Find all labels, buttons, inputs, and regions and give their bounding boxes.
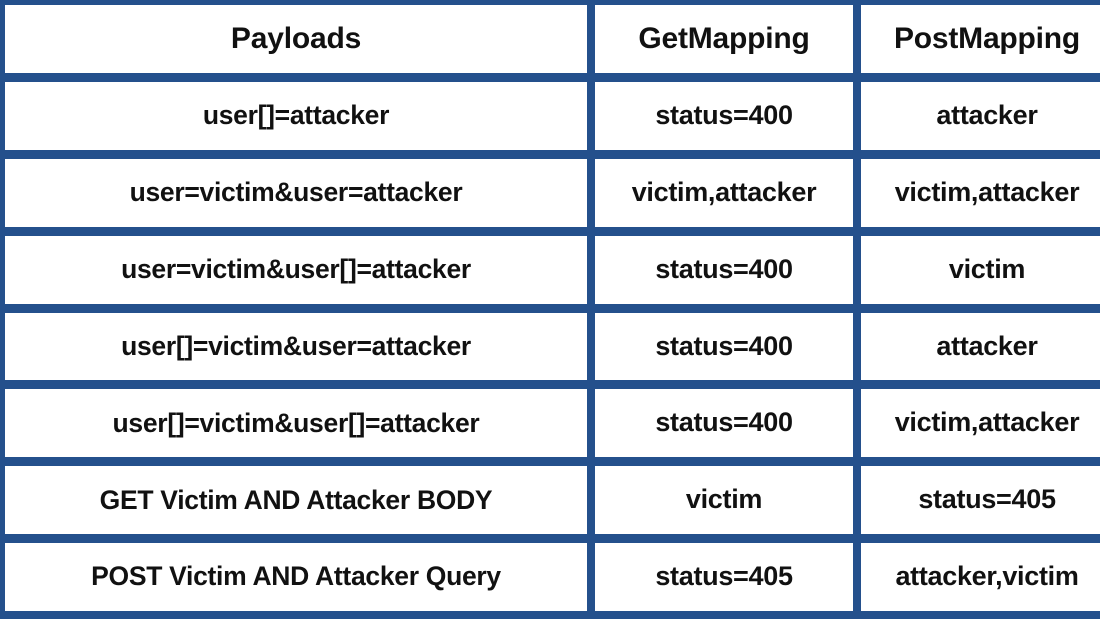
table-cell-getmapping: status=400 (595, 312, 853, 381)
table-cell-getmapping: victim,attacker (595, 158, 853, 227)
table-cell-payload: user[]=victim&user=attacker (5, 312, 587, 381)
table-cell-postmapping: attacker (861, 312, 1100, 381)
table-cell-getmapping: victim (595, 466, 853, 535)
table-cell-payload: user=victim&user[]=attacker (5, 235, 587, 304)
table-cell-getmapping: status=405 (595, 543, 853, 611)
table-cell-postmapping: status=405 (861, 466, 1100, 535)
table-cell-getmapping: status=400 (595, 235, 853, 304)
table-cell-payload: POST Victim AND Attacker Query (5, 543, 587, 611)
table-cell-payload: user=victim&user=attacker (5, 158, 587, 227)
table-cell-postmapping: attacker,victim (861, 543, 1100, 611)
column-header-payloads: Payloads (5, 5, 587, 73)
table-cell-getmapping: status=400 (595, 389, 853, 458)
column-header-postmapping: PostMapping (861, 5, 1100, 73)
table-cell-payload: user[]=victim&user[]=attacker (5, 389, 587, 458)
table-cell-payload: user[]=attacker (5, 81, 587, 150)
table-cell-postmapping: attacker (861, 81, 1100, 150)
table-cell-getmapping: status=400 (595, 81, 853, 150)
table-cell-postmapping: victim (861, 235, 1100, 304)
table-cell-postmapping: victim,attacker (861, 389, 1100, 458)
table-cell-payload: GET Victim AND Attacker BODY (5, 466, 587, 535)
column-header-getmapping: GetMapping (595, 5, 853, 73)
table-cell-postmapping: victim,attacker (861, 158, 1100, 227)
